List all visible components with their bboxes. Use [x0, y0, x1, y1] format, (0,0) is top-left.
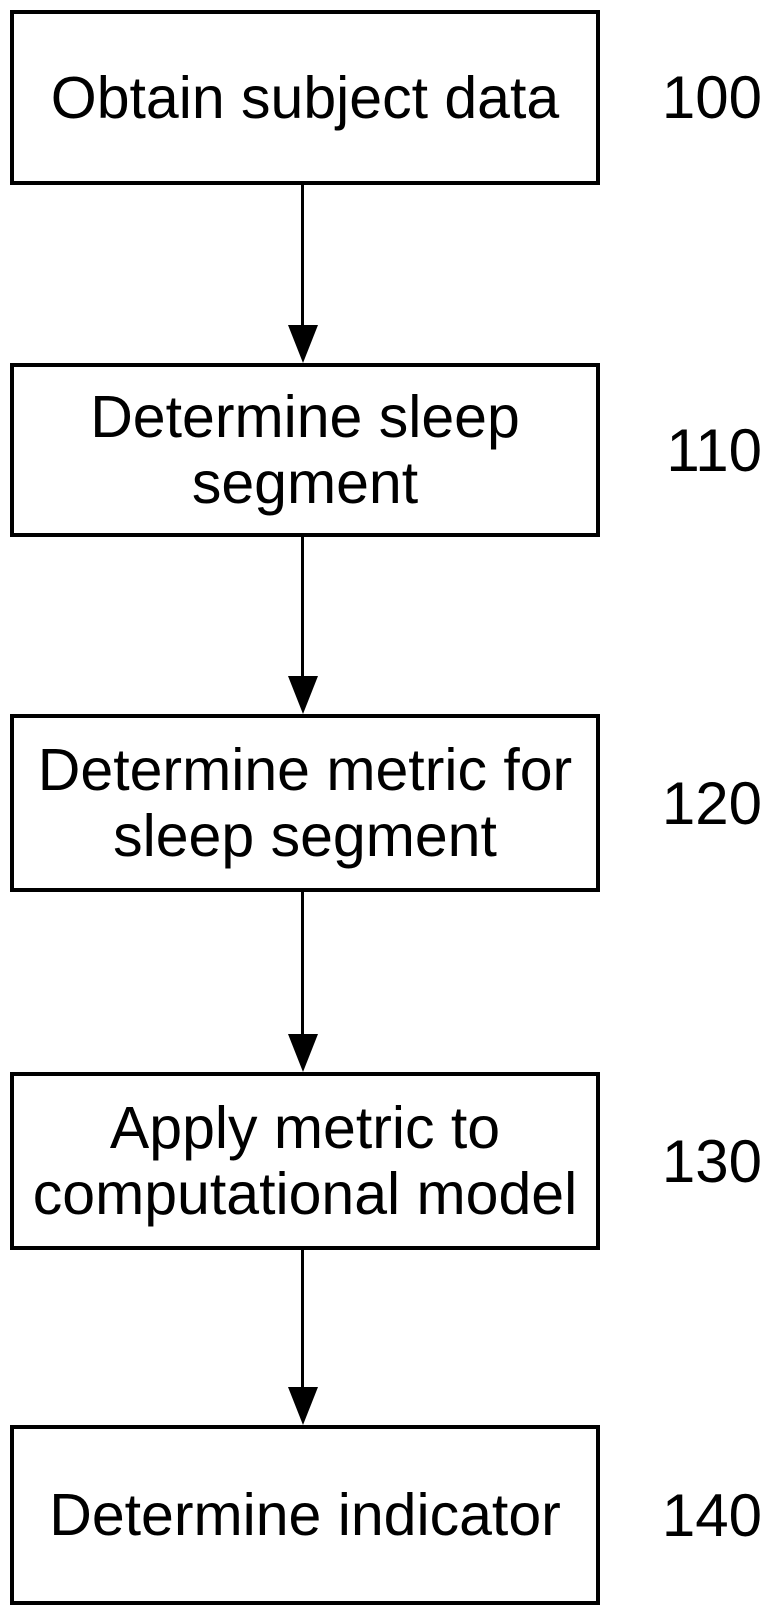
arrow-down-icon [288, 1387, 318, 1425]
flow-arrow-stem [301, 537, 304, 676]
reference-numeral: 100 [661, 64, 762, 131]
reference-numeral: 110 [666, 416, 762, 484]
flow-arrow-stem [301, 892, 304, 1034]
flow-step-box-obtain-subject-data: Obtain subject data [10, 10, 600, 185]
arrow-down-icon [288, 1034, 318, 1072]
arrow-down-icon [288, 676, 318, 714]
flow-step-text: Determine metric for sleep segment [37, 737, 573, 869]
reference-numeral: 120 [661, 769, 762, 837]
flow-step-box-determine-metric: Determine metric for sleep segment [10, 714, 600, 892]
flow-step-text: Determine indicator [49, 1482, 561, 1548]
flow-step-text: Determine sleep segment [90, 384, 520, 516]
flow-arrow-stem [301, 185, 304, 325]
flow-arrow-stem [301, 1250, 304, 1387]
arrow-down-icon [288, 325, 318, 363]
reference-numeral: 140 [661, 1481, 762, 1549]
flow-step-box-apply-metric-to-model: Apply metric to computational model [10, 1072, 600, 1250]
flow-step-box-determine-sleep-segment: Determine sleep segment [10, 363, 600, 537]
flow-step-box-determine-indicator: Determine indicator [10, 1425, 600, 1605]
reference-numeral: 130 [661, 1127, 762, 1195]
flow-step-text: Obtain subject data [50, 64, 560, 131]
flow-step-text: Apply metric to computational model [32, 1095, 578, 1227]
